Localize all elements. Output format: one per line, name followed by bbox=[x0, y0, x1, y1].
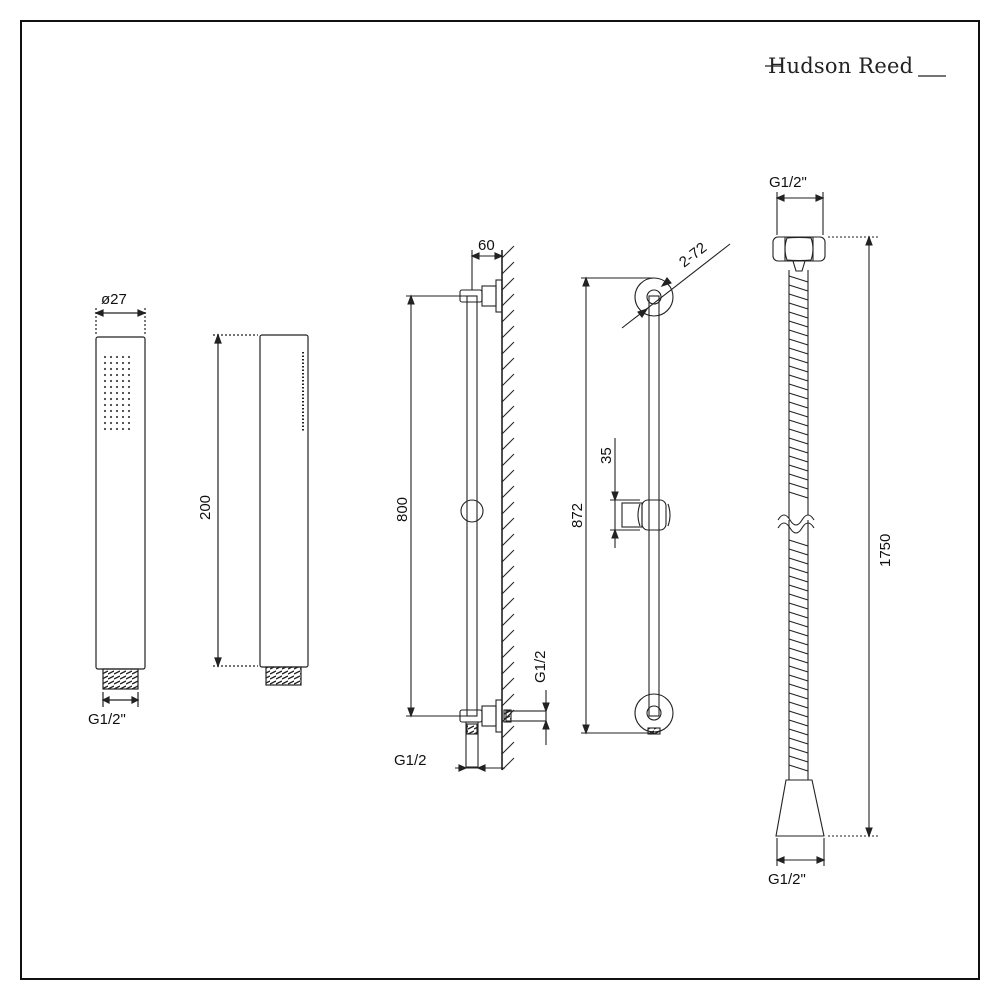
hose-length-label: 1750 bbox=[877, 534, 894, 567]
rail-outlet-thread-side-label: G1/2 bbox=[532, 650, 549, 683]
brand-underline bbox=[765, 65, 946, 77]
handset-length-label: 200 bbox=[197, 495, 214, 520]
rail-centres-label: 800 bbox=[394, 497, 411, 522]
handset-front-view bbox=[94, 308, 147, 707]
rail-front-view bbox=[581, 243, 731, 735]
handset-side-view bbox=[213, 333, 309, 686]
hose-thread-top-label: G1/2" bbox=[769, 174, 807, 191]
bracket-offset-label: 60 bbox=[478, 237, 495, 254]
handset-diameter-label: ø27 bbox=[101, 291, 127, 308]
handset-thread-label: G1/2" bbox=[88, 711, 126, 728]
fixing-holes-label: 2-72 bbox=[676, 239, 710, 271]
shower-hose bbox=[772, 192, 878, 866]
brand-name: Hudson Reed bbox=[768, 54, 914, 78]
slider-offset-label: 35 bbox=[598, 447, 615, 464]
rail-side-view bbox=[406, 245, 550, 772]
rail-overall-label: 872 bbox=[569, 503, 586, 528]
hose-thread-bottom-label: G1/2" bbox=[768, 871, 806, 888]
sheet-border bbox=[20, 20, 980, 980]
rail-outlet-thread-bottom-label: G1/2 bbox=[394, 752, 427, 769]
brand-logo: Hudson Reed bbox=[768, 54, 913, 78]
